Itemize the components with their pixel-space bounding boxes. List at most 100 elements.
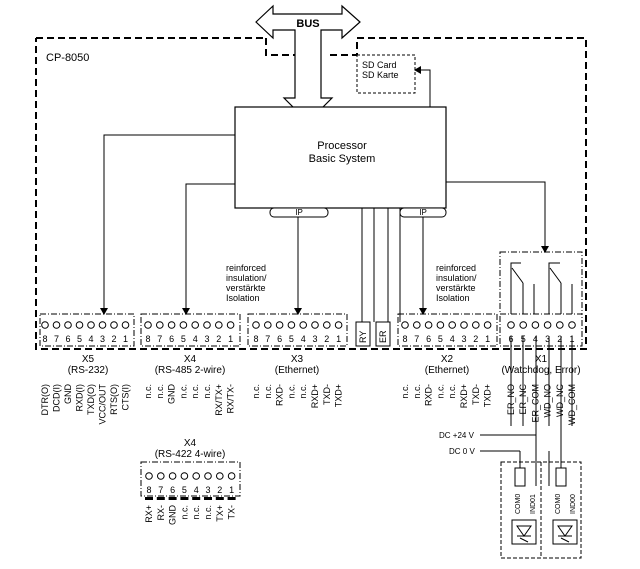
io-label-com0-a: COM0 [515, 494, 522, 514]
x1-pin-hole [556, 321, 564, 329]
x3-pin-hole [323, 321, 331, 329]
x3-signal-name: n.c. [286, 384, 296, 399]
x2-pin-number: 1 [485, 334, 490, 344]
x5-signal-name: GND [63, 384, 73, 405]
x4b-pin-hole [180, 472, 189, 480]
x5-pin-number: 5 [77, 334, 82, 344]
x4b-pin-number: 4 [194, 485, 199, 495]
x4-signal-name: n.c. [178, 384, 188, 399]
x4b-signal-name: n.c. [179, 505, 189, 520]
x5-pin-hole [87, 321, 95, 329]
x5-pin-hole [52, 321, 61, 329]
x4b-pin-number: 6 [170, 485, 175, 495]
x1-signal-name: WD_NO [543, 384, 553, 418]
io-label-ind00: IND00 [570, 494, 577, 514]
x2-signal-name: RXD- [424, 384, 434, 406]
processor-box [234, 106, 447, 209]
x3-pin-hole [334, 321, 343, 329]
x4b-signal-name: RX+ [144, 505, 154, 523]
svg-text:insulation/: insulation/ [226, 273, 267, 283]
x1-pin-number: 4 [533, 334, 538, 344]
x4-pin-number: 5 [181, 334, 186, 344]
x1-pin-hole [507, 321, 515, 329]
x2-sub: (Ethernet) [425, 365, 469, 376]
x1-pin-hole [531, 321, 540, 329]
x4b-pin-number: 8 [146, 485, 151, 495]
sd-card-box [356, 54, 416, 94]
x3-pin-hole [287, 321, 296, 329]
x2-signal-name: n.c. [435, 384, 445, 399]
er-label: ER [378, 330, 388, 343]
x3-signal-name: TXD- [322, 384, 332, 405]
dc24-label: DC +24 V [439, 431, 475, 440]
svg-text:Isolation: Isolation [226, 293, 260, 303]
relay-block [499, 251, 583, 315]
x5-name: X5 [82, 354, 95, 365]
x2-pin-hole [424, 321, 433, 329]
x3-signal-name: n.c. [263, 384, 273, 399]
x5-pin-hole [110, 321, 118, 329]
x1-pin-number: 3 [545, 334, 550, 344]
x1-name: X1 [535, 354, 548, 365]
x5-pin-number: 6 [65, 334, 70, 344]
signal-lines [100, 134, 549, 322]
x3-signal-name: n.c. [298, 384, 308, 399]
x2-signal-name: n.c. [400, 384, 410, 399]
insulation-note-right: reinforced insulation/ verstärkte Isolat… [436, 263, 477, 303]
x2-signal-name: RXD+ [459, 384, 469, 408]
x5-signal-name: CTS(I) [121, 384, 131, 411]
x4b-pin-stubs [145, 497, 236, 500]
x3-pin-number: 7 [265, 334, 270, 344]
x5-pin-number: 2 [111, 334, 116, 344]
x2-pin-number: 8 [402, 334, 407, 344]
x4b-signal-name: RX- [156, 505, 166, 521]
x4-pin-number: 1 [228, 334, 233, 344]
x5-signal-name: VCC/OUT [98, 383, 108, 424]
x2-pin-number: 5 [438, 334, 443, 344]
x5-pin-number: 7 [54, 334, 59, 344]
x1-signal-name: WD_NC [555, 384, 565, 417]
ip-block-x3 [269, 207, 329, 218]
x4b-pin-stub [227, 497, 236, 500]
x4-sub: (RS-485 2-wire) [155, 365, 226, 376]
x4b-pin-stub [180, 497, 189, 500]
x4-pin-number: 7 [157, 334, 162, 344]
sd-card-arrow [414, 66, 431, 108]
optocoupler-ind01 [511, 519, 537, 545]
x4-signal-name: n.c. [155, 384, 165, 399]
x4-signal-name: GND [167, 384, 177, 405]
x5-pin-hole [75, 321, 84, 329]
x5-pin-number: 4 [88, 334, 93, 344]
x5-signal-name: RXD(I) [75, 384, 85, 412]
sd-card-line2: SD Karte [362, 70, 399, 80]
x3-pin-number: 8 [253, 334, 258, 344]
x4b-pin-hole [192, 472, 200, 480]
x3-signal-name: TXD+ [334, 384, 344, 407]
x4b-pin-number: 5 [182, 485, 187, 495]
x1-pin-hole [568, 321, 576, 329]
x4-pin-number: 8 [145, 334, 150, 344]
x4b-signal-name: n.c. [191, 505, 201, 520]
x2-pin-number: 3 [461, 334, 466, 344]
x4b-pin-number: 2 [217, 485, 222, 495]
x2-signal-name: n.c. [412, 384, 422, 399]
x4-pin-number: 6 [169, 334, 174, 344]
x2-pin-hole [460, 321, 468, 329]
x5-pin-hole [98, 321, 107, 329]
x4b-signal-name: TX+ [215, 505, 225, 522]
x2-name: X2 [441, 354, 454, 365]
x4-pin-hole [215, 321, 223, 329]
x4b-pin-number: 7 [158, 485, 163, 495]
x4-pin-hole [191, 321, 199, 329]
x2-pin-number: 2 [473, 334, 478, 344]
x2-pin-hole [413, 321, 421, 329]
x5-pin-hole [121, 321, 130, 329]
x3-pin-number: 6 [277, 334, 282, 344]
